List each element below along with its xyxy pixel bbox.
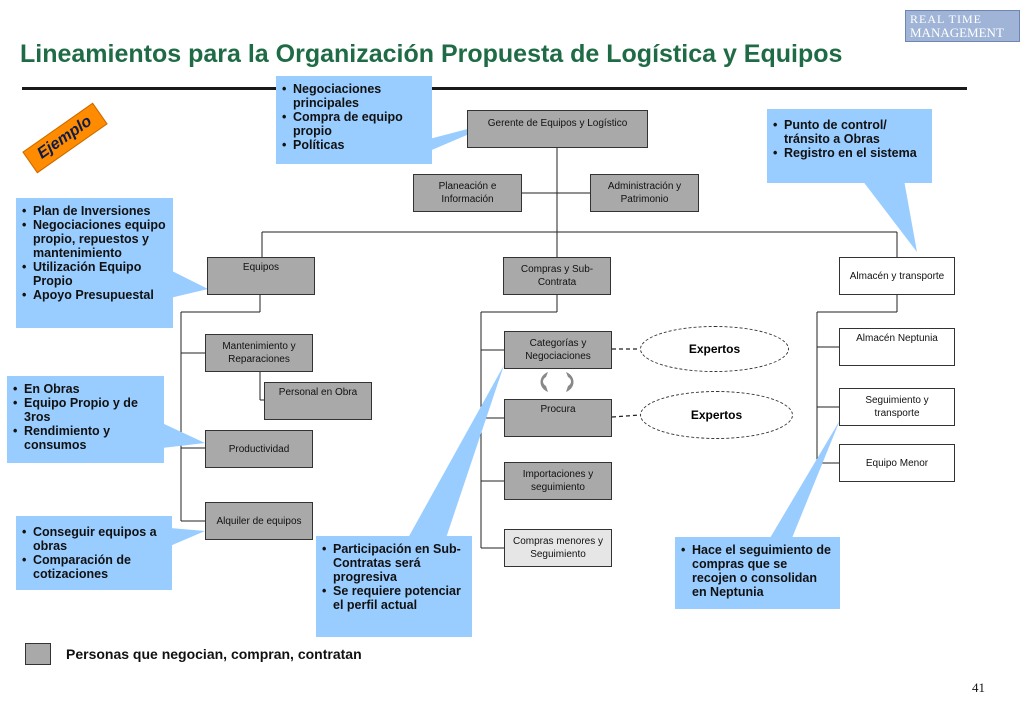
logo-line-2: MANAGEMENT (910, 25, 1004, 40)
page-number: 41 (972, 680, 985, 695)
callout-hace-seguimiento: Hace el seguimiento de compras que se re… (675, 537, 840, 609)
org-almacen-neptunia: Almacén Neptunia (839, 328, 955, 366)
callout-negociaciones: Negociaciones principales Compra de equi… (276, 76, 432, 164)
org-personal: Personal en Obra (264, 382, 372, 420)
callout-item: Rendimiento y consumos (13, 424, 158, 452)
company-logo: REAL TIME MANAGEMENT (905, 10, 1020, 42)
callout-item: Negociaciones principales (282, 82, 426, 110)
org-seguimiento-transporte: Seguimiento y transporte (839, 388, 955, 426)
org-planeacion: Planeación e Información (413, 174, 522, 212)
org-productividad: Productividad (205, 430, 313, 468)
title-rule (22, 87, 967, 90)
org-gerente: Gerente de Equipos y Logístico (467, 110, 648, 148)
logo-line-1: REAL TIME (910, 12, 982, 26)
experts-ellipse-1: Expertos (640, 326, 789, 372)
callout-item: Comparación de cotizaciones (22, 553, 166, 581)
callout-item: Registro en el sistema (773, 146, 926, 160)
callout-item: Hace el seguimiento de compras que se re… (681, 543, 834, 599)
callout-plan-inversiones: Plan de Inversiones Negociaciones equipo… (16, 198, 173, 328)
callout-participacion: Participación en Sub-Contratas será prog… (316, 536, 472, 637)
callout-item: Equipo Propio y de 3ros (13, 396, 158, 424)
org-mantenimiento: Mantenimiento y Reparaciones (205, 334, 313, 372)
callout-item: Se requiere potenciar el perfil actual (322, 584, 466, 612)
callout-item: Apoyo Presupuestal (22, 288, 167, 302)
callout-item: Punto de control/ tránsito a Obras (773, 118, 926, 146)
org-procura: Procura (504, 399, 612, 437)
callout-item: Participación en Sub-Contratas será prog… (322, 542, 466, 584)
org-almacen: Almacén y transporte (839, 257, 955, 295)
cycle-arrows-icon (540, 372, 574, 392)
legend-swatch (25, 643, 51, 665)
callout-item: Conseguir equipos a obras (22, 525, 166, 553)
callout-punto-control: Punto de control/ tránsito a Obras Regis… (767, 109, 932, 183)
expert-links (611, 348, 641, 418)
legend-label: Personas que negocian, compran, contrata… (66, 646, 362, 662)
org-categorias: Categorías y Negociaciones (504, 331, 612, 369)
callout-item: En Obras (13, 382, 158, 396)
callout-item: Políticas (282, 138, 426, 152)
org-importaciones: Importaciones y seguimiento (504, 462, 612, 500)
page-title: Lineamientos para la Organización Propue… (20, 40, 843, 68)
callout-conseguir-equipos: Conseguir equipos a obras Comparación de… (16, 516, 172, 590)
callout-en-obras: En Obras Equipo Propio y de 3ros Rendimi… (7, 376, 164, 463)
org-administracion: Administración y Patrimonio (590, 174, 699, 212)
org-compras-menores: Compras menores y Seguimiento (504, 529, 612, 567)
callout-item: Compra de equipo propio (282, 110, 426, 138)
callout-item: Plan de Inversiones (22, 204, 167, 218)
org-alquiler: Alquiler de equipos (205, 502, 313, 540)
org-connectors (180, 148, 898, 549)
org-equipo-menor: Equipo Menor (839, 444, 955, 482)
org-equipos: Equipos (207, 257, 315, 295)
org-compras: Compras y Sub-Contrata (503, 257, 611, 295)
callout-item: Utilización Equipo Propio (22, 260, 167, 288)
callout-item: Negociaciones equipo propio, repuestos y… (22, 218, 167, 260)
experts-ellipse-2: Expertos (640, 391, 793, 439)
